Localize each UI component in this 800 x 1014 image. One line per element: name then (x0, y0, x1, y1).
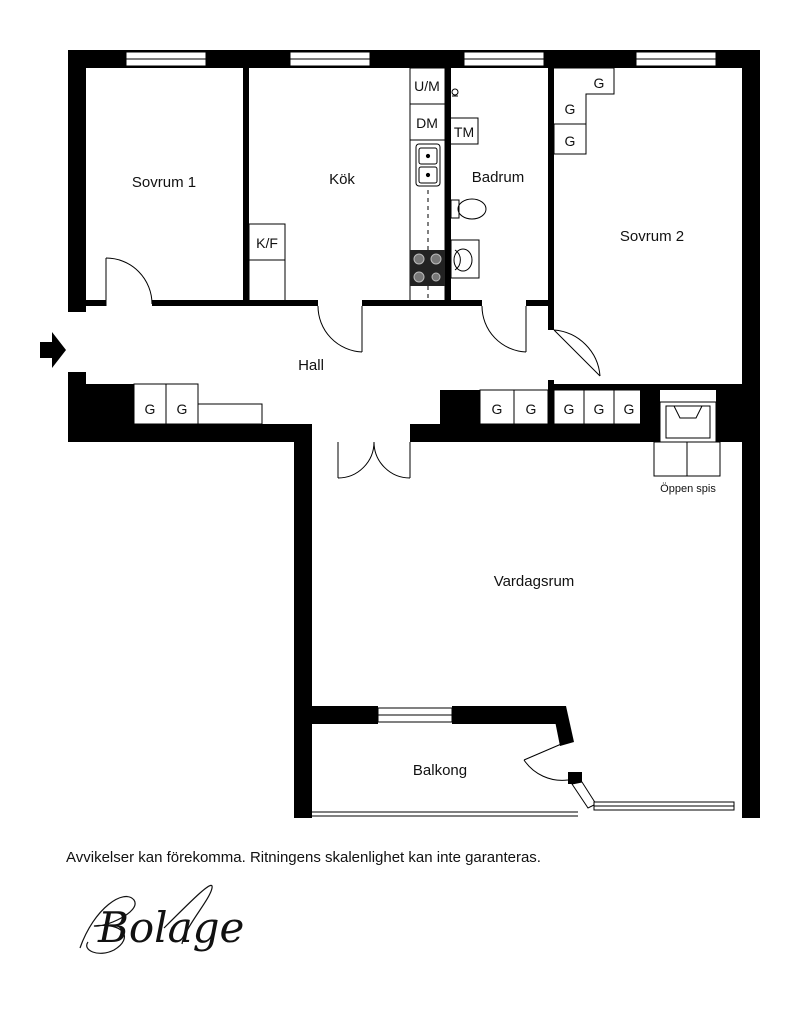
label-dm: DM (416, 115, 438, 131)
fireplace-icon (653, 401, 721, 477)
label-tm: TM (454, 124, 474, 140)
label-garderob: G (565, 101, 576, 117)
label-garderob: G (145, 401, 156, 417)
washbasin-icon (450, 239, 480, 279)
label-um: U/M (414, 78, 440, 94)
room-label-balkong: Balkong (413, 762, 467, 779)
fridge-freezer (248, 223, 286, 300)
walls (68, 50, 760, 818)
label-garderob: G (177, 401, 188, 417)
label-garderob: G (526, 401, 537, 417)
toilet-icon (450, 198, 487, 220)
brand-logo: Bolaget (79, 884, 244, 954)
labels: Sovrum 1 Kök Badrum Sovrum 2 Hall Vardag… (132, 75, 716, 779)
disclaimer-text: Avvikelser kan förekomma. Ritningens ska… (66, 849, 541, 866)
label-garderob: G (492, 401, 503, 417)
windows (125, 51, 735, 817)
sink-icon (415, 143, 441, 187)
room-label-hall: Hall (298, 357, 324, 374)
wardrobes (133, 67, 645, 425)
room-label-badrum: Badrum (472, 169, 525, 186)
doors (105, 257, 601, 781)
room-label-sovrum2: Sovrum 2 (620, 228, 684, 245)
room-label-vardagsrum: Vardagsrum (494, 573, 575, 590)
room-label-sovrum1: Sovrum 1 (132, 174, 196, 191)
label-garderob: G (594, 401, 605, 417)
label-kf: K/F (256, 235, 278, 251)
floor-plan: Sovrum 1 Kök Badrum Sovrum 2 Hall Vardag… (40, 50, 760, 818)
tm-box (449, 117, 479, 145)
label-garderob: G (624, 401, 635, 417)
label-garderob: G (564, 401, 575, 417)
label-garderob: G (594, 75, 605, 91)
kitchen-counter (409, 67, 446, 305)
shower-icon (451, 88, 459, 97)
stove-icon (410, 250, 445, 286)
label-oppen-spis: Öppen spis (660, 483, 716, 495)
room-label-kok: Kök (329, 171, 355, 188)
bathroom-fixtures (449, 88, 487, 279)
entrance-arrow-icon (40, 332, 66, 368)
label-garderob: G (565, 133, 576, 149)
logo-text: Bolaget (97, 903, 244, 952)
